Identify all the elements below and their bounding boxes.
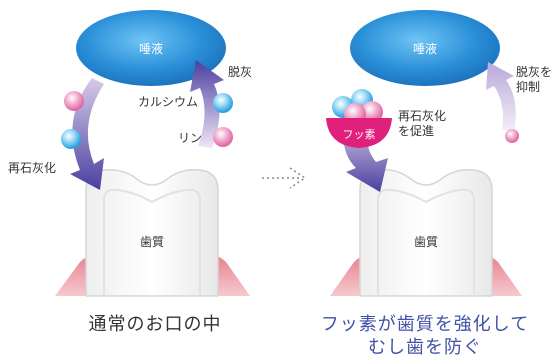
left-tooth — [85, 168, 219, 297]
left-calcium-ball-mid — [61, 129, 81, 149]
left-phosphorus-label: リン — [178, 131, 202, 145]
left-tooth-label: 歯質 — [140, 234, 164, 249]
right-saliva-label: 唾液 — [413, 41, 437, 56]
left-phosphorus-ball-top — [64, 91, 84, 111]
left-caption: 通常のお口の中 — [88, 314, 222, 335]
right-suppress-label-1: 脱灰を — [516, 64, 552, 79]
left-calcium-ball-right — [213, 93, 233, 113]
transition-arrow — [262, 167, 307, 189]
right-caption-line1: フッ素が歯質を強化して — [320, 314, 530, 335]
right-fluoride-label: フッ素 — [343, 128, 376, 141]
right-fluoride-ball-3 — [361, 101, 383, 123]
right-saliva-blob — [350, 10, 500, 86]
left-remin-label: 再石灰化 — [8, 161, 56, 175]
right-fluoride-cup — [326, 118, 392, 148]
left-demin-label: 脱灰 — [228, 64, 252, 79]
right-promote-label-1: 再石灰化 — [398, 109, 446, 123]
left-saliva-label: 唾液 — [139, 41, 163, 56]
right-phosphorus-ball-small — [505, 129, 519, 143]
right-tooth-inner — [377, 188, 475, 296]
left-calcium-label: カルシウム — [138, 95, 198, 109]
left-panel: 歯質 唾液 脱灰 カルシウム リン 再石灰化 — [8, 10, 252, 297]
right-tooth-label: 歯質 — [414, 234, 438, 249]
left-tooth-inner — [103, 188, 201, 296]
right-panel: 歯質 唾液 フッ素 再石灰化 を促進 脱灰を 抑制 — [326, 10, 552, 297]
left-saliva-blob — [76, 10, 226, 86]
right-demin-arrow-light — [486, 62, 516, 132]
right-promote-label-2: を促進 — [398, 124, 434, 138]
left-phosphorus-ball-right — [213, 127, 233, 147]
right-caption-line2: むし歯を防ぐ — [368, 337, 482, 358]
right-suppress-label-2: 抑制 — [516, 79, 540, 94]
left-demin-arrow — [190, 60, 224, 148]
